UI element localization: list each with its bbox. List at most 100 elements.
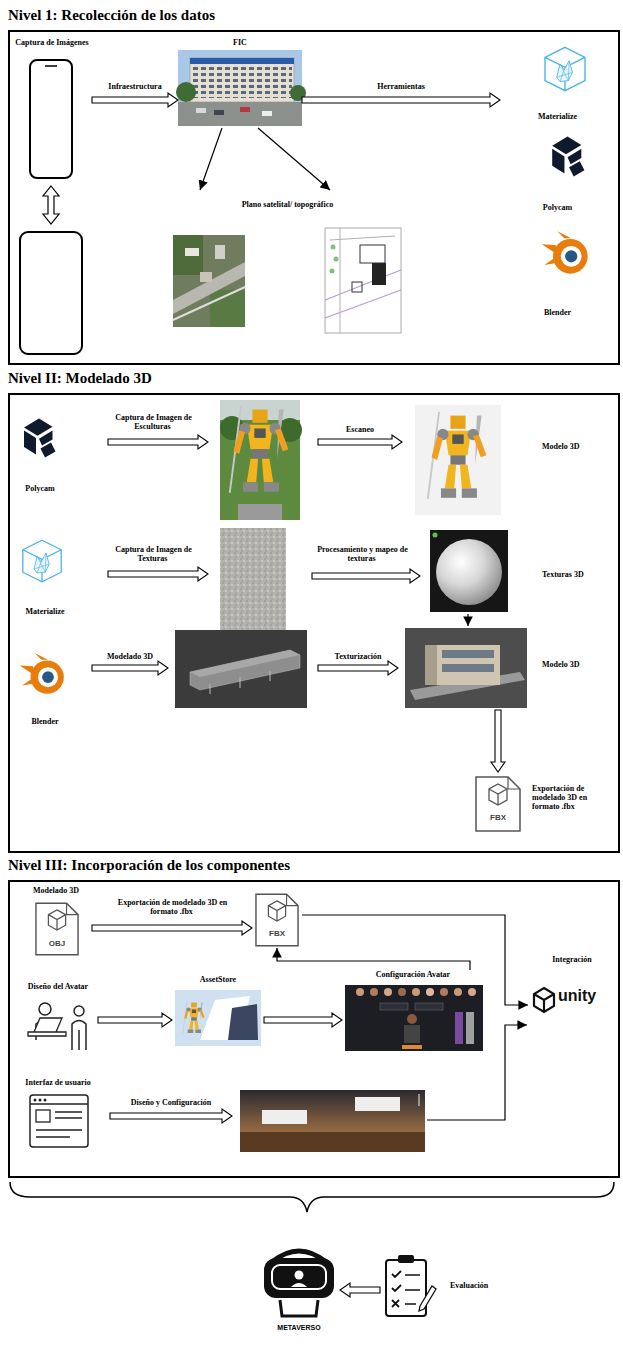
capture-devices: Captura de Imágenes [12, 36, 92, 361]
avatar-config: Configuración Avatar [342, 970, 484, 1052]
connector-group [92, 93, 528, 1297]
flow-arrow [340, 1283, 380, 1297]
avatar-icon [72, 1021, 86, 1051]
flow-arrow [92, 93, 178, 107]
blender-logo [20, 653, 64, 694]
car [196, 108, 206, 113]
step-label: Texturización [318, 652, 398, 661]
flow-arrow [264, 1013, 342, 1027]
node-label: Modelo 3D [542, 660, 614, 669]
car [214, 110, 224, 115]
avatar-face [356, 988, 364, 996]
headset-body [264, 1258, 334, 1298]
ui-dialog [355, 1097, 400, 1111]
step-label-text: Captura de Imagen de Esculturas [114, 413, 192, 431]
building-posts [210, 671, 270, 694]
map-group: Plano satelital/ topográfico [165, 190, 410, 340]
step-label: Captura de Imagen de Texturas [103, 545, 203, 563]
step-label: Procesamiento y mapeo de texturas [312, 545, 412, 563]
node-label: Interfaz de usuario [18, 1078, 98, 1087]
map-building [372, 263, 386, 285]
ui-ground [240, 1132, 425, 1152]
tool-icon: Materialize [10, 533, 80, 619]
ui-icon [44, 1099, 47, 1102]
asset-store: AssetStore [172, 975, 264, 1047]
ui-button [380, 1003, 408, 1010]
double-arrow [43, 186, 59, 224]
materialize-logo [23, 540, 61, 582]
flow-arrow [302, 915, 528, 1005]
building-side [425, 645, 437, 685]
arrow-label-text: Exportación de modelado 3D en formato .f… [117, 898, 227, 916]
building-windows [442, 664, 494, 672]
map-tree [334, 257, 339, 262]
file-icon: FBXExportación de modelado 3D en formato… [470, 772, 615, 840]
flow-arrow [98, 1013, 172, 1027]
ui-screenshot [240, 1090, 425, 1152]
building-model [190, 650, 300, 690]
node-label: OBJ [35, 939, 79, 948]
ui-icon: Interfaz de usuario [18, 1078, 98, 1153]
flow-arrow [491, 710, 505, 772]
fbx-file-icon [256, 894, 298, 946]
avatar-head [407, 1014, 417, 1024]
model-render [415, 405, 501, 515]
blender-viewport [175, 630, 307, 708]
avatar-icon [74, 1006, 84, 1016]
block-arrow [312, 569, 420, 583]
avatar-config-screen [345, 985, 483, 1051]
car [240, 107, 250, 112]
panel-heading: Nivel II: Modelado 3D [8, 370, 608, 387]
obj-file-icon [36, 903, 78, 955]
node-label: Texturas 3D [542, 570, 614, 579]
model-preview: Modelo 3D [412, 402, 617, 518]
arrow-label: Infraestructura [92, 82, 178, 91]
building-windows [442, 650, 494, 658]
step-label: Captura de Imagen de Esculturas [103, 413, 203, 431]
avatar-icon: Diseño del Avatar [18, 982, 98, 1054]
ui-mark [419, 1094, 420, 1106]
map-building [185, 248, 199, 256]
unity-engine: Integraciónunity [528, 955, 616, 1030]
avatar-body [404, 1025, 420, 1043]
building-sign [190, 58, 294, 64]
tool-icon: Blender [10, 643, 80, 729]
building-roof [190, 650, 300, 677]
pencil [419, 1286, 436, 1311]
panel-heading: Nivel III: Incorporación de los componen… [8, 857, 608, 874]
polycam-logo [552, 137, 584, 177]
building-facade [190, 58, 294, 102]
textured-building [425, 645, 500, 685]
node-label: Materialize [500, 112, 615, 121]
block-arrow [108, 567, 208, 581]
texture-photo [220, 528, 286, 630]
checklist-line [405, 1275, 420, 1304]
texture-preview: Texturas 3D [428, 528, 615, 614]
ui-icon [30, 1095, 88, 1147]
tree [176, 82, 196, 102]
materialize-logo [545, 47, 585, 90]
metaverse-logo: METAVERSO [258, 1238, 340, 1338]
node-label: Polycam [10, 484, 70, 493]
flow-arrow [200, 128, 222, 190]
material-preview [430, 530, 508, 612]
node-label: Modelo 3D [542, 442, 614, 451]
node-label: Evaluación [450, 1281, 510, 1290]
model-preview: Modelo 3D [403, 626, 615, 710]
ui-button [402, 1045, 422, 1049]
avatar-face [370, 988, 378, 996]
photo-sky [178, 50, 302, 126]
topographic-map [325, 228, 401, 333]
avatar-figure [466, 1012, 474, 1044]
avatar-face [468, 988, 476, 996]
map-tree [330, 269, 335, 274]
ui-icon [36, 1112, 82, 1137]
step-label-text: Modelado 3D [106, 652, 154, 661]
step-label-text: Procesamiento y mapeo de texturas [316, 545, 408, 563]
step-label: Modelado 3D [90, 652, 170, 661]
sculpture [230, 406, 289, 493]
blender-viewport [405, 628, 527, 708]
block-arrow [92, 661, 168, 675]
step-label-text: Diseño y Configuración [130, 1098, 212, 1107]
node-label: unity [558, 987, 616, 1005]
